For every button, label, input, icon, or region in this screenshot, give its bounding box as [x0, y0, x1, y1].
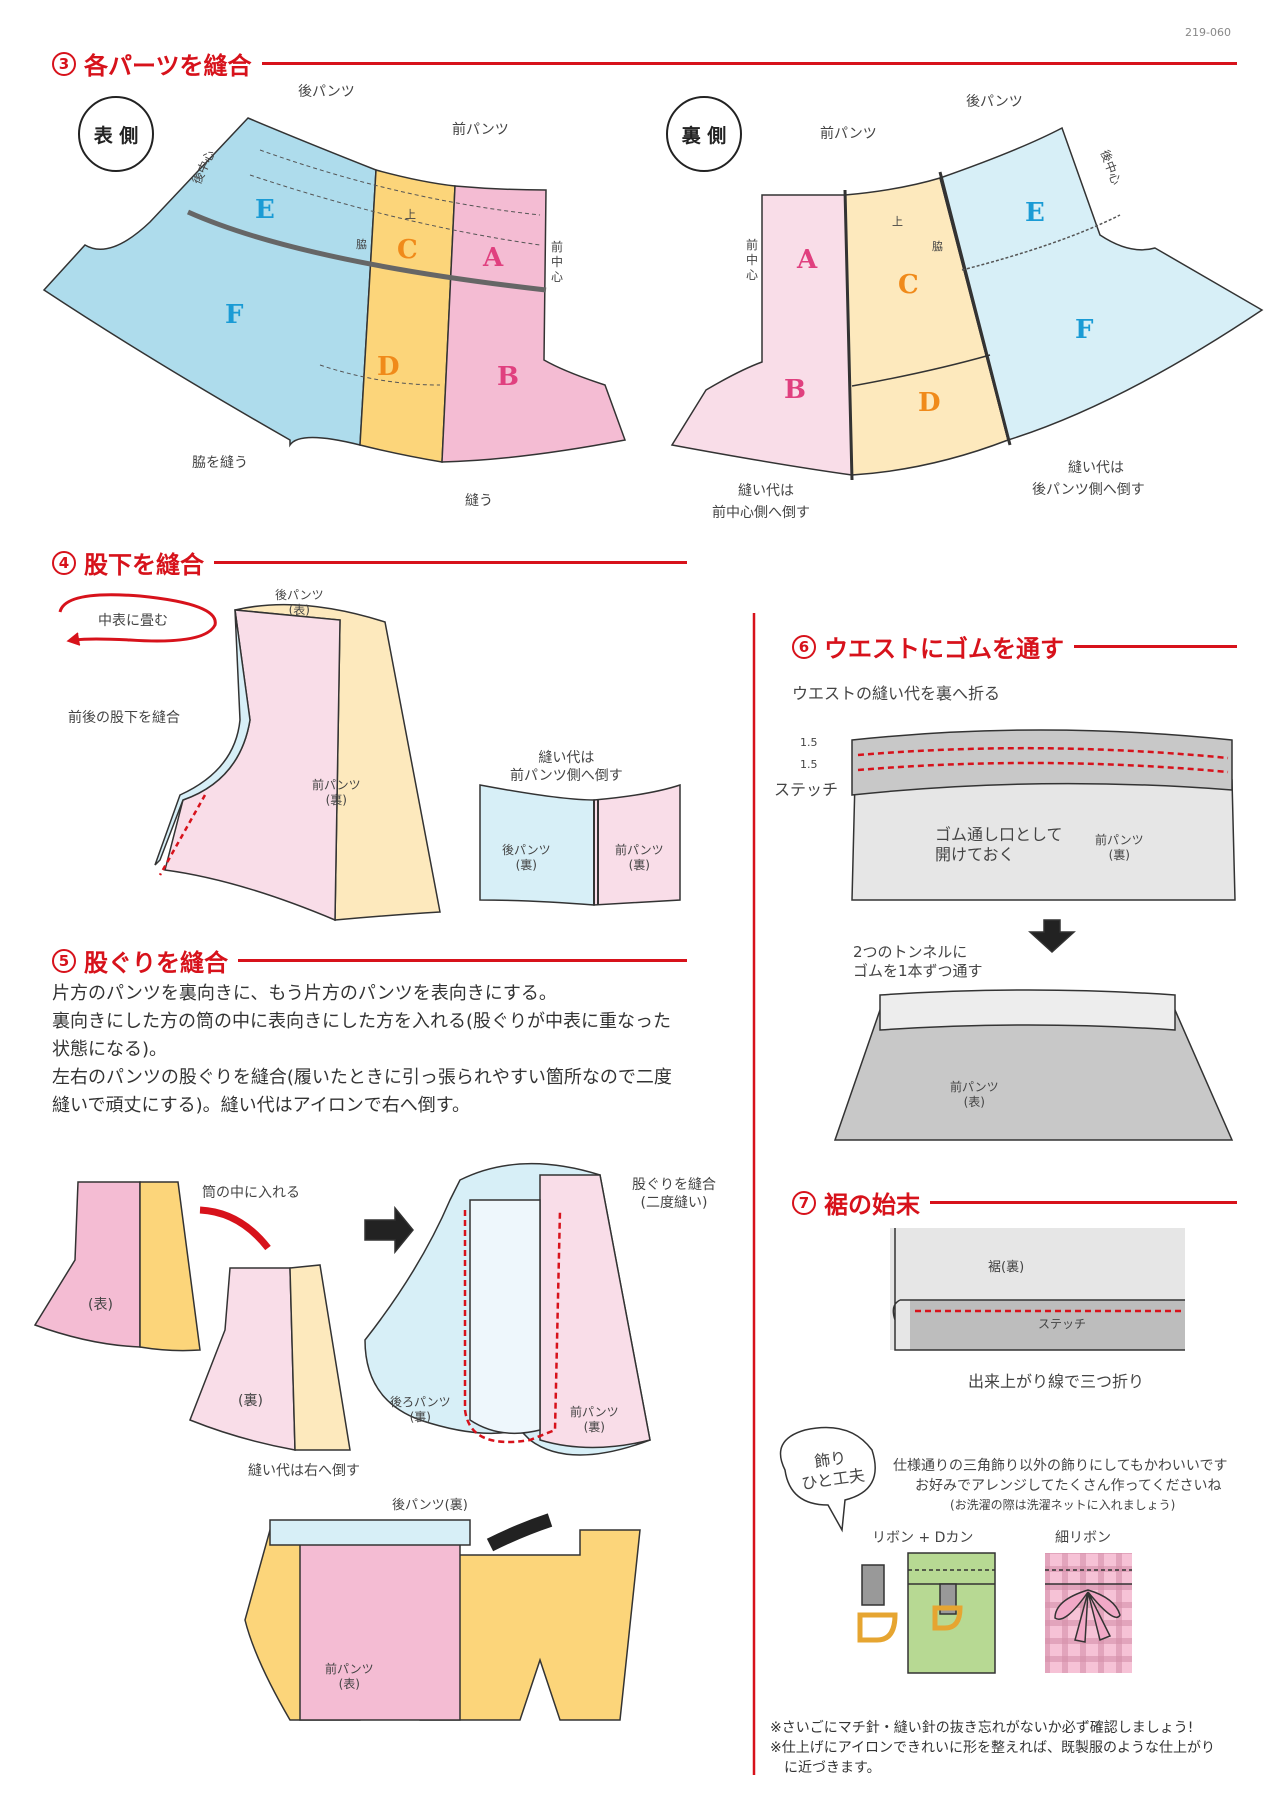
- inseam-diagram: [58, 593, 681, 922]
- label: 前パンツ(裏): [615, 843, 664, 872]
- front-side-diagram: [42, 117, 627, 463]
- label: ステッチ: [774, 780, 839, 799]
- label: 前後の股下を縫合: [68, 710, 180, 726]
- label: 脇を縫う: [192, 455, 248, 471]
- label: 前中心: [745, 238, 758, 282]
- label: ステッチ: [1038, 1317, 1087, 1331]
- label: 後ろパンツ(裏): [390, 1395, 451, 1424]
- label: 股ぐりを縫合(二度縫い): [632, 1177, 716, 1211]
- label: リボン + Dカン: [872, 1530, 974, 1546]
- label: 後パンツ側へ倒す: [1032, 482, 1145, 498]
- label: 前パンツ: [452, 122, 509, 138]
- label: 筒の中に入れる: [202, 1185, 300, 1201]
- label: 前パンツ(表): [325, 1662, 374, 1691]
- label: 後パンツ(裏): [502, 843, 551, 872]
- part-letter: D: [377, 352, 400, 382]
- part-letter: F: [225, 300, 244, 330]
- hem-diagram: [890, 1228, 1185, 1351]
- crotch-diagram: [33, 1162, 651, 1721]
- label: 2つのトンネルにゴムを1本ずつ通す: [853, 943, 983, 980]
- label: (お洗濯の際は洗濯ネットに入れましょう): [950, 1498, 1176, 1512]
- label: 前パンツ(裏): [312, 778, 361, 807]
- part-letter: C: [397, 235, 418, 265]
- label: 中表に畳む: [98, 613, 168, 629]
- label: 前中心側へ倒す: [712, 505, 810, 521]
- label: 縫い代は: [1068, 460, 1124, 476]
- label: ウエストの縫い代を裏へ折る: [792, 684, 1001, 703]
- part-letter: E: [1025, 198, 1045, 228]
- label: 1.5: [800, 736, 818, 749]
- final-notes: ※さいごにマチ針・縫い針の抜き忘れがないか必ず確認しましょう! ※仕上げにアイロ…: [770, 1720, 1216, 1776]
- label: 裾(裏): [988, 1260, 1025, 1275]
- back-side-badge: 裏 側: [666, 96, 742, 172]
- part-letter: B: [784, 375, 806, 405]
- label: 後パンツ: [298, 84, 355, 100]
- step5-instructions: 片方のパンツを裏向きに、もう片方のパンツを表向きにする。 裏向きにした方の筒の中…: [52, 983, 672, 1116]
- label: (表): [88, 1297, 113, 1313]
- label: 前パンツ(裏): [570, 1405, 619, 1434]
- label: 1.5: [800, 758, 818, 771]
- label: 縫い代は右へ倒す: [248, 1463, 360, 1479]
- label: お好みでアレンジしてたくさん作ってくださいね: [915, 1478, 1222, 1494]
- label: 後パンツ(表): [275, 588, 324, 617]
- decoration-tips: [779, 1426, 1132, 1674]
- part-letter: E: [255, 195, 275, 225]
- label: 仕様通りの三角飾り以外の飾りにしてもかわいいです: [893, 1458, 1228, 1474]
- label: 前パンツ: [820, 126, 877, 142]
- label: 脇: [356, 238, 367, 251]
- label: 縫う: [465, 493, 493, 509]
- label: 縫い代は: [738, 483, 794, 499]
- label: 出来上がり線で三つ折り: [968, 1372, 1145, 1391]
- label: 縫い代は前パンツ側へ倒す: [510, 750, 623, 784]
- back-side-diagram: [670, 126, 1264, 481]
- label: 前中心: [550, 240, 563, 284]
- label: (裏): [238, 1393, 263, 1409]
- label: ゴム通し口として開けておく: [935, 825, 1063, 864]
- part-letter: A: [483, 243, 504, 273]
- label: 後パンツ(裏): [392, 1498, 468, 1513]
- label: 前パンツ(表): [950, 1080, 999, 1109]
- page-code: 219-060: [1185, 26, 1231, 39]
- label: 前パンツ(裏): [1095, 833, 1144, 862]
- label: 後パンツ: [966, 94, 1023, 110]
- part-letter: A: [797, 245, 818, 275]
- waist-diagram: [833, 729, 1236, 1141]
- label: 上: [892, 215, 903, 228]
- part-letter: C: [898, 270, 919, 300]
- label: 上: [405, 208, 416, 221]
- part-letter: D: [918, 388, 941, 418]
- label: 細リボン: [1055, 1530, 1111, 1546]
- front-side-badge: 表 側: [78, 96, 154, 172]
- part-letter: B: [497, 362, 519, 392]
- label: 脇: [932, 240, 943, 253]
- part-letter: F: [1075, 315, 1094, 345]
